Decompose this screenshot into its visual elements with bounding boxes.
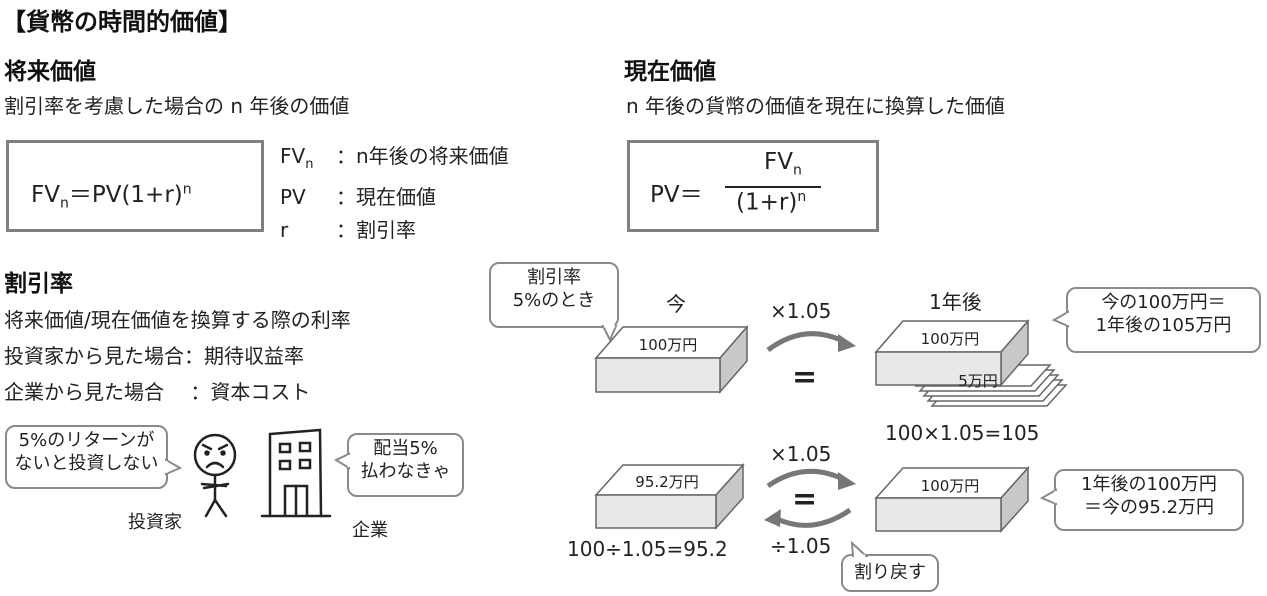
now-box-label-top: 100万円	[638, 336, 698, 354]
later-box-label-top: 100万円	[920, 330, 980, 348]
money-box-later-top	[874, 318, 1030, 388]
money-box-later-bottom	[874, 466, 1030, 533]
discount-rate-heading: 割引率	[4, 271, 73, 297]
discount-rate-line: 企業から見た場合 ：資本コスト	[4, 380, 311, 404]
present-value-formula-box: PV＝ FVn (1+r)n	[627, 140, 879, 232]
discount-bubble-tail	[850, 540, 869, 557]
bubble-line: 払わなきゃ	[360, 460, 451, 482]
top-equals-sign: =	[792, 360, 818, 395]
fraction-bar	[725, 186, 821, 188]
angry-investor-icon	[193, 433, 237, 518]
top-calculation: 100×1.05=105	[885, 421, 1040, 445]
top-bubble-tail	[1051, 310, 1069, 328]
bubble-line: 今の100万円＝	[1101, 292, 1226, 313]
company-bubble-tail	[333, 452, 350, 470]
bottom-multiplier: ×1.05	[770, 442, 832, 466]
legend-symbol: FV	[280, 144, 306, 168]
bubble-line: 5%のとき	[512, 289, 596, 311]
bottom-backward-arrow-icon	[764, 507, 852, 528]
legend-desc: ：n年後の将来価値	[336, 144, 509, 168]
formula-numerator: FVn	[764, 149, 802, 179]
one-year-later-label: 1年後	[929, 290, 982, 314]
money-box-now-top	[594, 324, 749, 395]
company-speech-bubble: 配当5% 払わなきゃ	[347, 433, 464, 497]
formula-equals: ＝	[68, 182, 92, 208]
bottom-divider: ÷1.05	[770, 534, 832, 558]
formula-pv-term: PV(1+r)	[91, 182, 183, 208]
legend-row: r ：割引率	[280, 214, 509, 247]
legend-row: FVn ：n年後の将来価値	[280, 140, 509, 181]
legend-desc: ：割引率	[336, 218, 416, 242]
later-box-label-bottom: 100万円	[920, 477, 980, 495]
present-value-description: n 年後の貨幣の価値を現在に換算した価値	[626, 94, 1006, 118]
bubble-line: 1年後の105万円	[1095, 314, 1232, 336]
company-label: 企業	[352, 520, 388, 541]
future-value-legend: FVn ：n年後の将来価値 PV ：現在価値 r ：割引率	[280, 140, 509, 247]
formula-den-term: (1+r)	[736, 189, 798, 216]
legend-desc: ：現在価値	[336, 185, 436, 209]
top-result-bubble: 今の100万円＝ 1年後の105万円	[1066, 287, 1261, 353]
bubble-line: 割引率	[527, 267, 581, 288]
money-box-now-bottom	[594, 463, 745, 530]
bottom-calculation: 100÷1.05=95.2	[567, 537, 728, 561]
now-box-label-bottom: 95.2万円	[635, 473, 699, 491]
investor-bubble-tail	[165, 458, 183, 476]
legend-symbol: PV	[280, 185, 306, 209]
present-value-heading: 現在価値	[624, 59, 716, 85]
now-label: 今	[666, 292, 686, 316]
future-value-formula: FVn＝PV(1+r)n	[31, 175, 192, 212]
formula-pv: PV＝	[650, 182, 703, 208]
legend-row: PV ：現在価値	[280, 181, 509, 214]
discount-rate-line: 投資家から見た場合：期待収益率	[4, 344, 304, 368]
top-forward-arrow-icon	[766, 331, 856, 353]
bubble-line: 5%のリターンが	[18, 430, 155, 451]
formula-denominator: (1+r)n	[736, 189, 806, 216]
page-title: 【貨幣の時間的価値】	[2, 8, 242, 36]
bottom-forward-arrow-icon	[766, 468, 856, 490]
future-value-description: 割引率を考慮した場合の n 年後の価値	[4, 94, 350, 118]
rate-speech-bubble: 割引率 5%のとき	[489, 262, 619, 328]
formula-num-sub: n	[792, 162, 802, 179]
building-icon	[260, 428, 332, 518]
future-value-heading: 将来価値	[4, 59, 96, 85]
bubble-line: 配当5%	[373, 438, 438, 459]
formula-fv: FV	[31, 182, 60, 208]
formula-num-fv: FV	[764, 149, 793, 175]
bottom-result-bubble: 1年後の100万円 ＝今の95.2万円	[1054, 469, 1244, 531]
formula-den-sup: n	[797, 189, 807, 205]
discount-rate-line: 将来価値/現在価値を換算する際の利率	[4, 308, 351, 332]
top-multiplier: ×1.05	[770, 299, 832, 323]
bottom-bubble-tail	[1039, 488, 1057, 506]
formula-exponent: n	[182, 181, 192, 198]
investor-label: 投資家	[128, 512, 182, 533]
bottom-equals-sign: =	[792, 482, 818, 517]
interest-label: 5万円	[958, 372, 998, 390]
discount-back-bubble: 割り戻す	[841, 554, 939, 592]
future-value-formula-box: FVn＝PV(1+r)n	[6, 140, 264, 232]
legend-symbol-sub: n	[305, 157, 314, 172]
bubble-line: 1年後の100万円	[1081, 474, 1217, 495]
bubble-line: ＝今の95.2万円	[1083, 496, 1215, 518]
investor-speech-bubble: 5%のリターンが ないと投資しない	[5, 425, 168, 489]
bubble-line: ないと投資しない	[14, 452, 159, 474]
legend-symbol: r	[280, 218, 289, 242]
formula-fv-sub: n	[59, 195, 69, 212]
